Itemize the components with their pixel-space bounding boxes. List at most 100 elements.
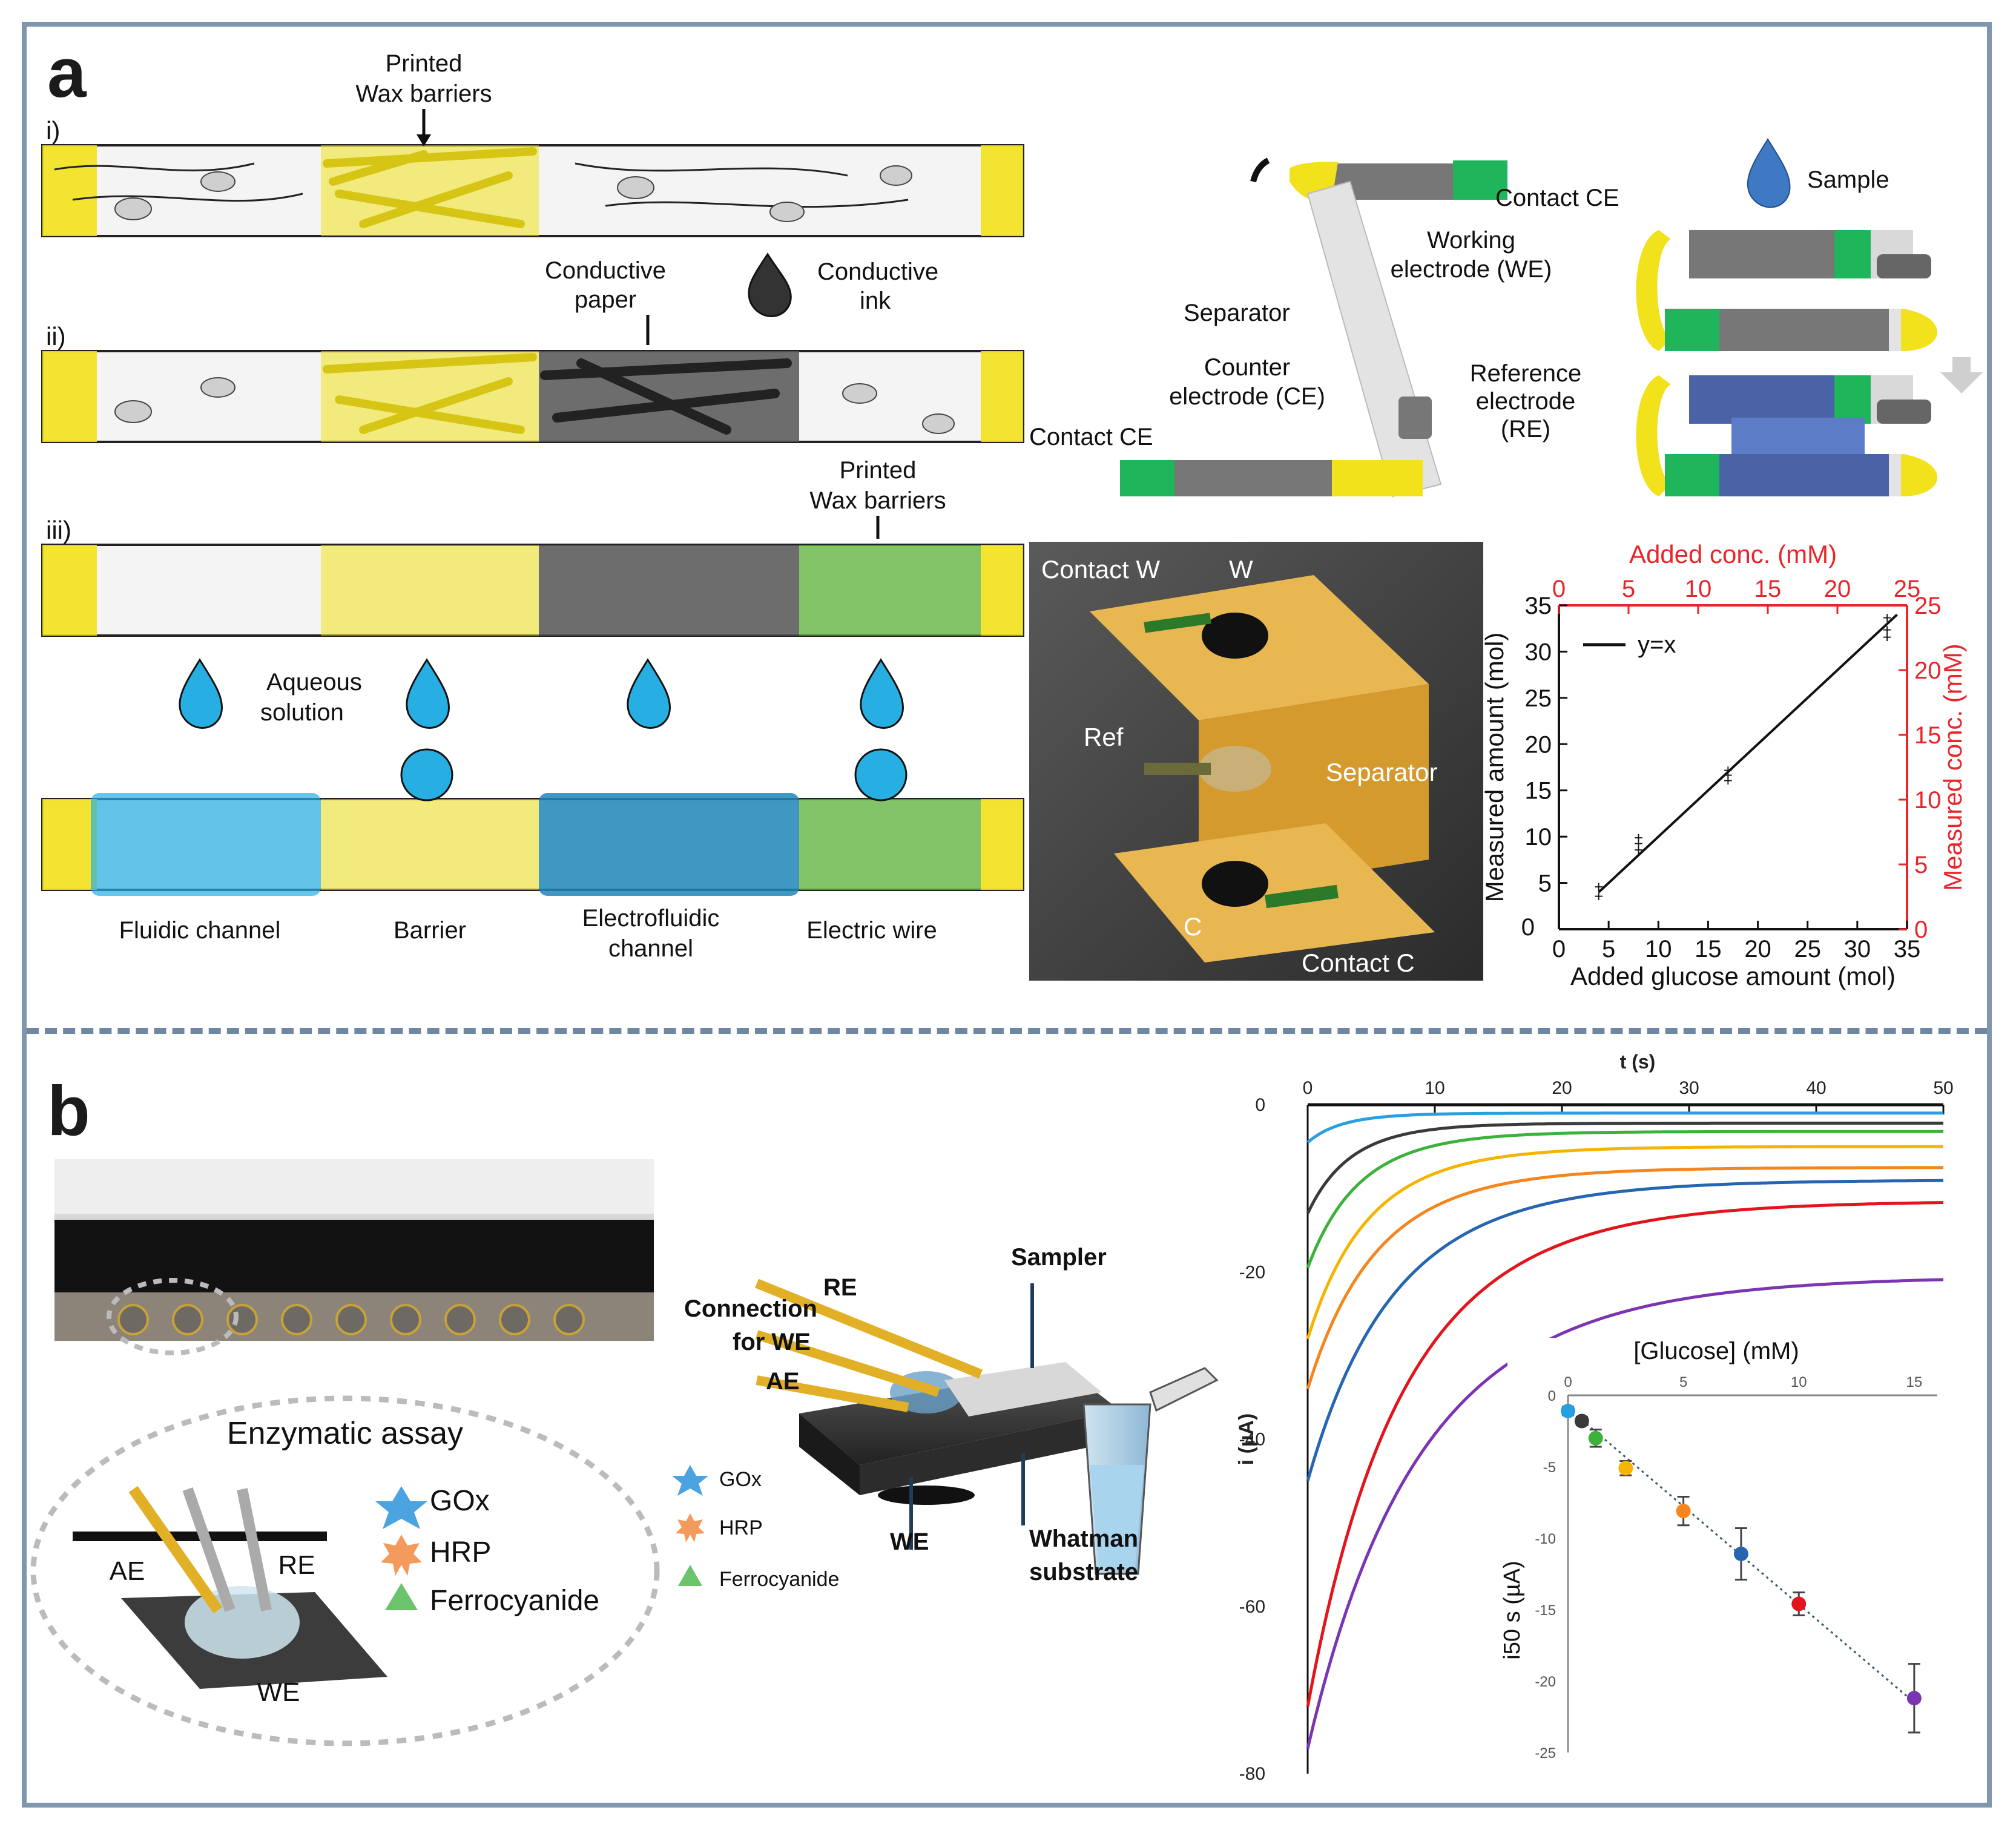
paper-strip-row-iii <box>41 544 1024 637</box>
photo-label-ref: Ref <box>1084 723 1124 751</box>
photo-label-c: C <box>1184 912 1202 941</box>
device-photo <box>1029 542 1483 981</box>
callout-wax-2-line2: Wax barriers <box>809 487 946 514</box>
enzymatic-gox: GOx <box>430 1485 490 1517</box>
chart-b-xlabel: t (s) <box>1620 1051 1656 1073</box>
label-we-line2: electrode (WE) <box>1391 256 1552 283</box>
panel-divider <box>27 1028 1987 1034</box>
electrode-array-photo <box>54 1159 654 1355</box>
fold-arrow-top <box>1250 157 1270 183</box>
enzymatic-label-ae: AE <box>110 1556 145 1586</box>
chart-c-data-point <box>1588 1430 1603 1446</box>
label-electrofluidic-line2: channel <box>608 935 693 962</box>
chart-b-y-tick-label: 0 <box>1255 1095 1265 1115</box>
figure-frame <box>22 22 1992 1808</box>
chart-b-x-tick-label: 10 <box>1425 1078 1444 1098</box>
aqueous-drops <box>179 658 904 729</box>
chart-b-series-line <box>1306 1145 1943 1340</box>
row-label-ii: ii) <box>46 322 66 350</box>
device-label-whatman-line2: substrate <box>1029 1559 1138 1585</box>
chart-a-fit-line <box>1598 613 1898 893</box>
chart-c-background <box>1507 1338 1949 1786</box>
chart-a-y-tick-label: 25 <box>1525 685 1552 712</box>
callout-cond-paper-line2: paper <box>575 286 636 313</box>
chart-b-y-tick-label: -80 <box>1239 1764 1265 1784</box>
chart-c-data-point <box>1733 1546 1748 1561</box>
chart-c-x-tick-label: 10 <box>1791 1374 1807 1390</box>
label-sample: Sample <box>1807 166 1889 193</box>
chart-a-x-tick-label: 10 <box>1645 936 1672 962</box>
chart-c-xlabel: [Glucose] (mM) <box>1633 1338 1799 1364</box>
label-ce-line1: Counter <box>1204 354 1290 381</box>
chart-a-y-tick-label: 15 <box>1525 778 1552 804</box>
callout-aqueous-line2: solution <box>260 699 344 726</box>
device-label-we: WE <box>890 1528 929 1555</box>
chart-c-y-tick-label: 0 <box>1548 1388 1556 1404</box>
chart-c-y-tick-label: -10 <box>1535 1531 1556 1547</box>
chart-a-data-point: + <box>1724 762 1733 780</box>
chart-a-ylabel: Measured amount (mol) <box>1480 633 1509 903</box>
label-contact-ce-bottom: Contact CE <box>1029 424 1153 450</box>
device-label-ae: AE <box>766 1368 800 1395</box>
chart-c-data-point <box>1906 1691 1922 1706</box>
chart-a-right-tick-label: 15 <box>1914 722 1942 749</box>
chart-c-x-tick-label: 5 <box>1679 1374 1687 1390</box>
chart-c-y-tick-label: -5 <box>1543 1459 1556 1476</box>
callout-cond-ink-line1: Conductive <box>817 258 938 285</box>
chart-b-series-line <box>1306 1278 1944 1749</box>
chart-a-x-tick-label: 35 <box>1894 936 1921 962</box>
arrowhead-wax-1 <box>417 134 431 146</box>
chart-a-top-tick-label: 10 <box>1685 576 1712 602</box>
chart-a-x-tick-label: 0 <box>1552 936 1566 962</box>
chart-a-y-tick-label: 30 <box>1525 639 1552 665</box>
chart-c-x-tick-label: 15 <box>1906 1374 1923 1390</box>
callout-cond-ink-line2: ink <box>860 288 891 314</box>
paper-strip-row-ii <box>41 350 1024 443</box>
chart-b-x-tick-label: 50 <box>1933 1078 1953 1098</box>
chart-a-xlabel: Added glucose amount (mol) <box>1570 962 1896 990</box>
chart-b-x-tick-label: 40 <box>1806 1078 1826 1098</box>
chart-a-right-tick-label: 0 <box>1914 916 1928 943</box>
folded-device-dry <box>1636 230 1937 351</box>
callout-aqueous-line1: Aqueous <box>266 669 362 696</box>
chart-a-legend-label: y=x <box>1638 631 1676 658</box>
chart-a-right-tick-label: 10 <box>1914 787 1942 814</box>
chart-a-top-tick-label: 0 <box>1552 576 1566 602</box>
label-electrofluidic-line1: Electrofluidic <box>582 905 720 932</box>
chart-c-y-tick-label: -25 <box>1535 1745 1556 1762</box>
legend-hrp-icon <box>676 1513 705 1542</box>
enzymatic-label-we: WE <box>257 1677 300 1707</box>
chart-b-series-line <box>1306 1166 1943 1390</box>
label-electric-wire: Electric wire <box>806 917 937 944</box>
legend-gox: GOx <box>719 1468 762 1491</box>
label-fluidic-channel: Fluidic channel <box>119 917 281 944</box>
legend-hrp: HRP <box>719 1516 763 1539</box>
chart-a-data-point: + <box>1634 829 1643 847</box>
chart-a-right-tick-label: 5 <box>1914 852 1928 878</box>
chart-a-data-point: + <box>1883 608 1892 627</box>
chart-a-data-point: + <box>1883 628 1892 647</box>
folded-device-wet <box>1636 375 1937 496</box>
row-label-iii: iii) <box>46 516 71 544</box>
device-label-re: RE <box>823 1274 857 1301</box>
chart-b-series-line <box>1306 1179 1943 1482</box>
paper-strip-wetted <box>41 748 1024 896</box>
chart-a-top-tick-label: 5 <box>1622 576 1635 602</box>
down-arrow-device <box>1940 357 1983 393</box>
chart-a-x-tick-label: 20 <box>1744 936 1771 962</box>
panel-a-label: a <box>47 33 87 112</box>
chart-b-series-line <box>1306 1121 1943 1214</box>
chart-a-top-tick-label: 20 <box>1824 576 1851 602</box>
gox-icon <box>375 1486 427 1529</box>
photo-label-separator: Separator <box>1326 758 1437 786</box>
chart-a-y-tick-label: 0 <box>1521 914 1535 941</box>
chart-a-x-tick-label: 15 <box>1695 936 1722 962</box>
chart-c-x-tick-label: 0 <box>1564 1374 1572 1390</box>
chart-a-top-xlabel: Added conc. (mM) <box>1629 540 1837 568</box>
chart-a-right-tick-label: 20 <box>1914 657 1942 684</box>
label-re-line2: electrode <box>1476 388 1576 415</box>
label-separator-schematic: Separator <box>1184 300 1290 326</box>
chart-a-data-point: + <box>1594 878 1603 896</box>
